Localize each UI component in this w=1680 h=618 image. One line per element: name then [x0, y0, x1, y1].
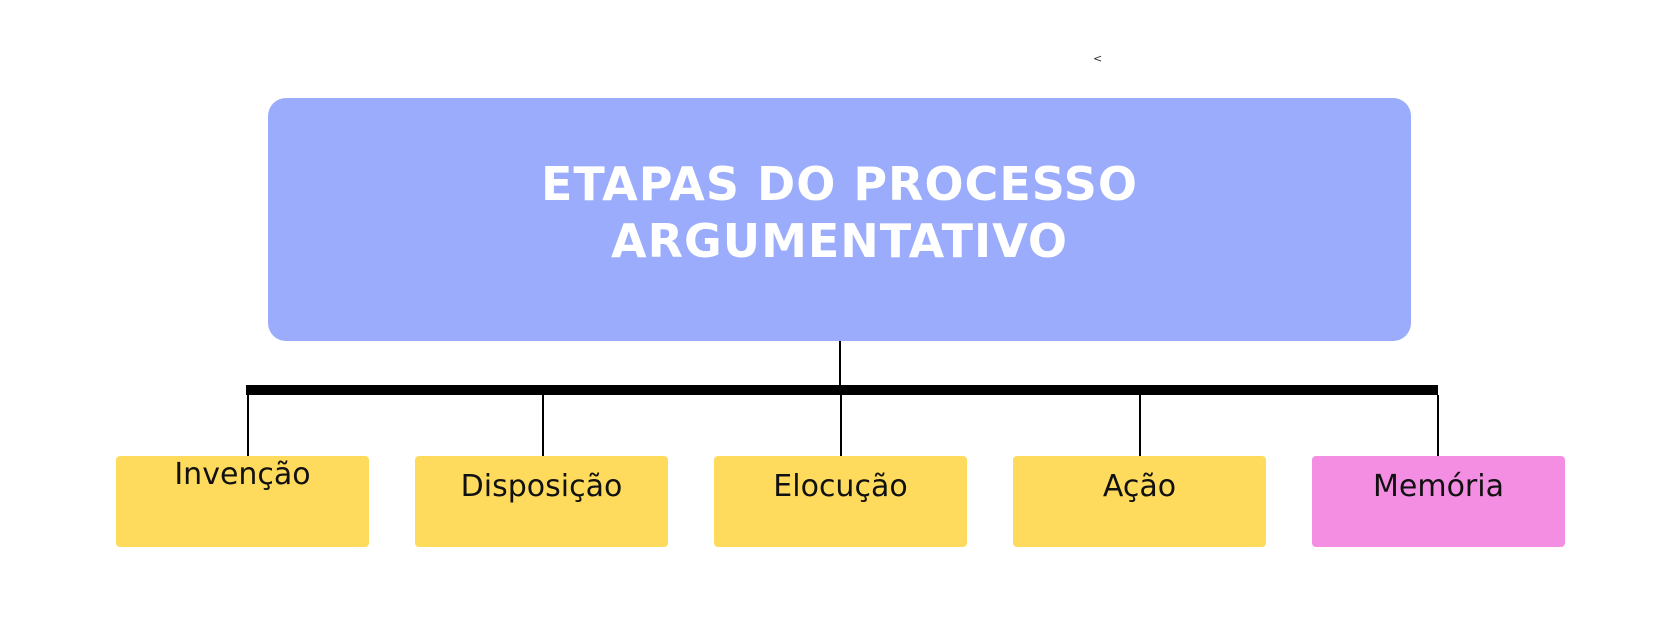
title-line-2: ARGUMENTATIVO	[610, 213, 1069, 268]
node-memoria: Memória	[1312, 456, 1565, 547]
stray-chevron-mark: <	[1093, 52, 1103, 65]
node-label-memoria: Memória	[1373, 469, 1504, 504]
node-label-acao: Ação	[1102, 469, 1177, 504]
node-disposicao: Disposição	[415, 456, 668, 547]
horizontal-bar	[246, 385, 1438, 395]
node-acao: Ação	[1013, 456, 1266, 547]
node-elocucao: Elocução	[714, 456, 967, 547]
diagram-title: ETAPAS DO PROCESSO ARGUMENTATIVO	[541, 156, 1138, 270]
node-invencao: Invenção	[116, 456, 369, 547]
node-label-disposicao: Disposição	[460, 469, 623, 504]
node-label-invencao: Invenção	[174, 457, 311, 492]
title-box: ETAPAS DO PROCESSO ARGUMENTATIVO	[268, 98, 1411, 341]
title-line-1: ETAPAS DO PROCESSO	[540, 156, 1139, 211]
node-label-elocucao: Elocução	[773, 469, 908, 504]
